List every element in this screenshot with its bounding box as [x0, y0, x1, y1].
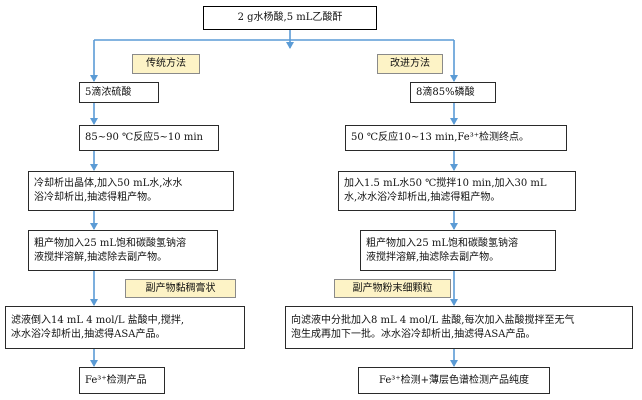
left-byproduct-label: 副产物黏稠膏状 — [125, 279, 236, 298]
title-text: 2 g水杨酸,5 mL乙酸酐 — [237, 12, 343, 23]
left-step-4: 粗产物加入25 mL饱和碳酸氢钠溶 液搅拌溶解,抽滤除去副产物。 — [28, 230, 218, 271]
title-box: 2 g水杨酸,5 mL乙酸酐 — [203, 6, 377, 30]
left-step-1: 5滴浓硫酸 — [79, 82, 159, 103]
right-byproduct-label: 副产物粉末细颗粒 — [334, 279, 451, 298]
right-step-1: 8滴85%磷酸 — [410, 82, 496, 103]
right-step-3: 加入1.5 mL水50 ℃搅拌10 min,加入30 mL 水,冰水浴冷却析出,… — [338, 171, 576, 211]
improved-method-label: 改进方法 — [377, 54, 443, 74]
left-step-6: Fe³⁺检测产品 — [79, 367, 165, 394]
traditional-method-label: 传统方法 — [132, 54, 200, 74]
right-step-5: 向滤液中分批加入8 mL 4 mol/L 盐酸,每次加入盐酸搅拌至无气 泡生成再… — [285, 306, 633, 349]
left-step-5: 滤液倒入14 mL 4 mol/L 盐酸中,搅拌, 冰水浴冷却析出,抽滤得ASA… — [5, 306, 245, 349]
right-step-6: Fe³⁺检测+薄层色谱检测产品纯度 — [358, 367, 550, 394]
left-step-3: 冷却析出晶体,加入50 mL水,冰水 浴冷却析出,抽滤得粗产物。 — [28, 171, 234, 211]
left-step-2: 85~90 ℃反应5~10 min — [79, 125, 219, 151]
right-step-2: 50 ℃反应10~13 min,Fe³⁺检测终点。 — [345, 125, 567, 151]
right-step-4: 粗产物加入25 mL饱和碳酸氢钠溶 液搅拌溶解,抽滤除去副产物。 — [360, 230, 556, 271]
